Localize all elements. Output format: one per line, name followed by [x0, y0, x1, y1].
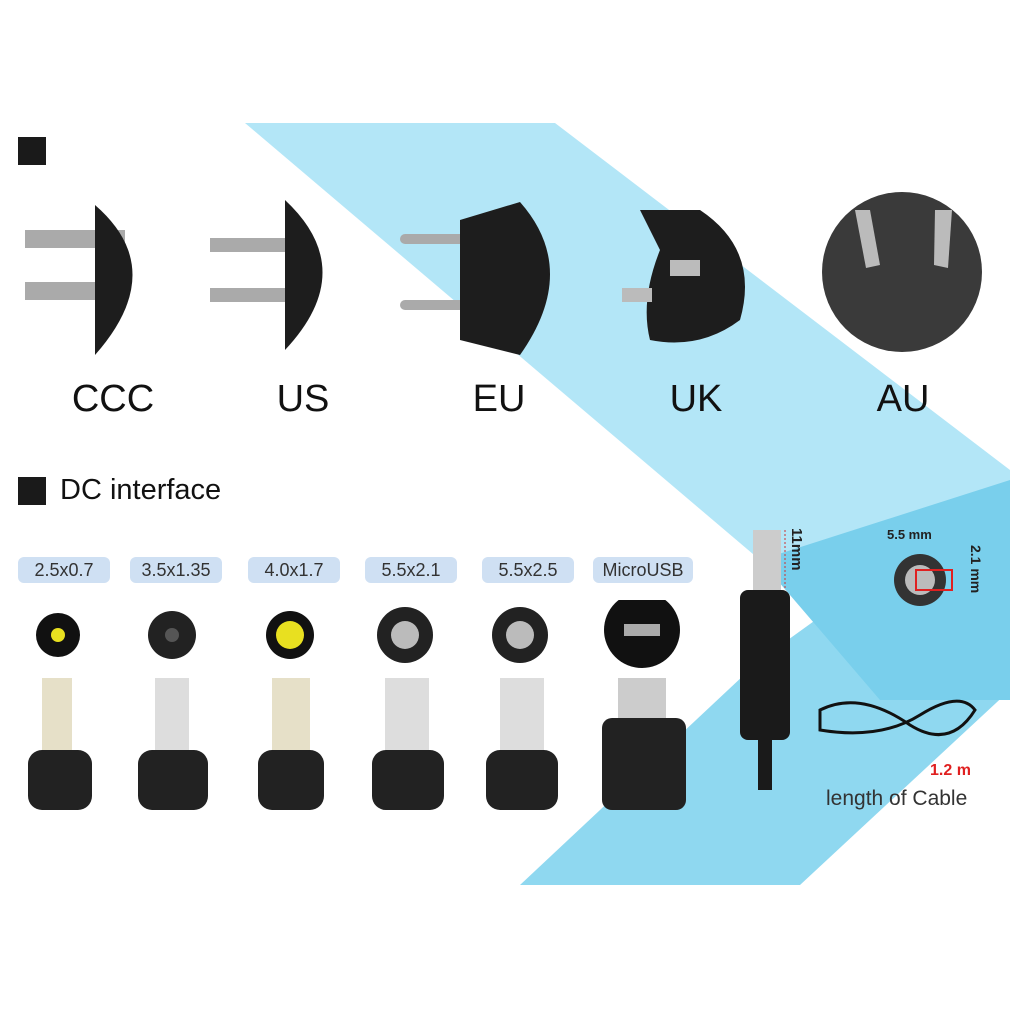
- plug-label-uk: UK: [669, 378, 723, 420]
- plug-label-us: US: [276, 378, 330, 420]
- inner-diameter: 2.1 mm: [968, 545, 984, 594]
- cable-length-label: length of Cable: [826, 787, 968, 810]
- tip-2.5x0.7-image: [28, 613, 92, 810]
- tip-tag: 3.5x1.35: [130, 557, 222, 583]
- plug-ccc-image: [25, 205, 133, 355]
- length-dimension: 11mm: [788, 528, 805, 571]
- plug-label-au: AU: [876, 378, 930, 420]
- tip-5.5x2.5-image: [486, 607, 558, 810]
- section-bullet: [18, 477, 46, 505]
- tip-3.5x1.35-image: [138, 611, 208, 810]
- plug-images: [25, 192, 982, 355]
- plug-uk-image: [622, 210, 745, 343]
- section-bullet: [18, 137, 46, 165]
- tip-tag: 2.5x0.7: [18, 557, 110, 583]
- outer-diameter: 5.5 mm: [887, 527, 932, 542]
- tip-microusb-image: [602, 600, 686, 810]
- plug-eu-image: [400, 202, 550, 355]
- dc-interface-title: DC interface: [60, 474, 222, 506]
- tip-tag: MicroUSB: [593, 557, 693, 583]
- cable-length: 1.2 m: [930, 762, 971, 779]
- tip-5.5x2.1-image: [372, 607, 444, 810]
- plug-us-image: [210, 200, 323, 350]
- tip-tag: 5.5x2.1: [365, 557, 457, 583]
- plug-au-image: [822, 192, 982, 352]
- tip-tag: 5.5x2.5: [482, 557, 574, 583]
- plug-label-ccc: CCC: [71, 378, 155, 420]
- dc-tip-images: [28, 600, 686, 810]
- plug-label-eu: EU: [472, 378, 526, 420]
- dimension-diagram: [740, 530, 977, 790]
- tip-tag: 4.0x1.7: [248, 557, 340, 583]
- tip-4.0x1.7-image: [258, 611, 324, 810]
